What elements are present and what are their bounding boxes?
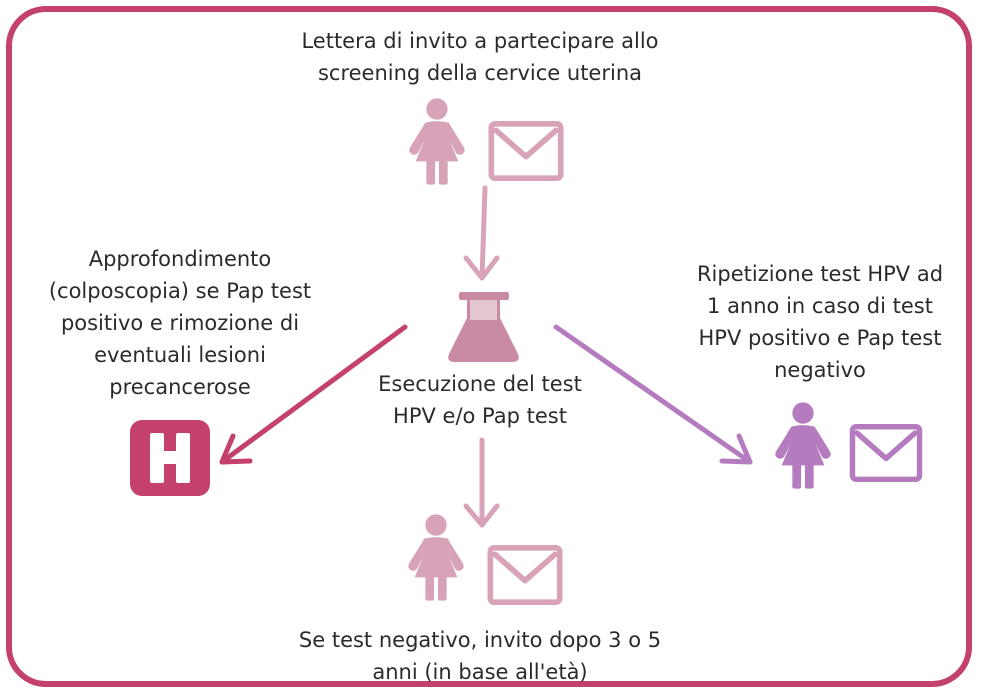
test-text: Esecuzione del test HPV e/o Pap test xyxy=(378,372,582,428)
woman-icon xyxy=(409,98,465,185)
arrow-invite-to-test xyxy=(463,185,500,281)
repeat-text: Ripetizione test HPV ad 1 anno in caso d… xyxy=(696,262,944,382)
negative-text: Se test negativo, invito dopo 3 o 5 anni… xyxy=(298,628,662,684)
woman-icon xyxy=(775,402,831,489)
envelope-icon xyxy=(490,548,559,602)
arrow-test-to-negative xyxy=(463,437,500,528)
arrow-test-to-followup xyxy=(219,324,408,465)
envelope-icon xyxy=(491,124,560,178)
hospital-icon xyxy=(130,420,210,496)
woman-icon xyxy=(408,514,464,601)
arrow-test-to-repeat xyxy=(553,324,753,465)
flask-icon xyxy=(448,292,519,362)
envelope-icon xyxy=(852,427,919,480)
invite-text: Lettera di invito a partecipare allo scr… xyxy=(301,29,659,85)
followup-text: Approfondimento (colposcopia) se Pap tes… xyxy=(48,247,312,399)
